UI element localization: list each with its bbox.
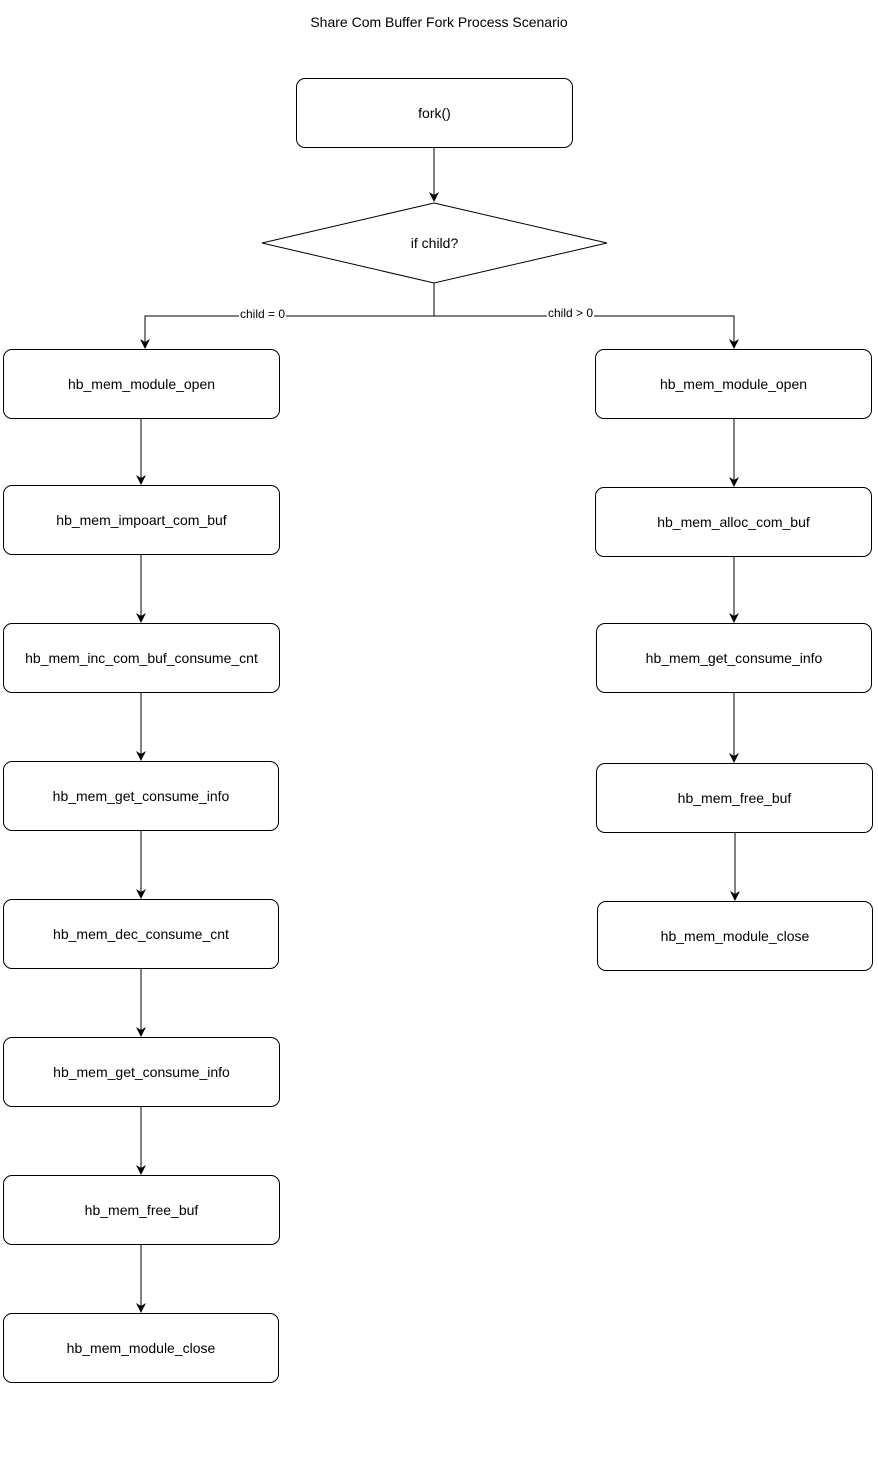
- right-step-1: hb_mem_module_open: [595, 349, 872, 419]
- branch-label-left: child = 0: [239, 307, 287, 321]
- decision-label: if child?: [410, 235, 459, 251]
- left-step-6: hb_mem_get_consume_info: [3, 1037, 280, 1107]
- right-step-2: hb_mem_alloc_com_buf: [595, 487, 872, 557]
- right-step-5: hb_mem_module_close: [597, 901, 873, 971]
- connector-decision-to-right: [434, 315, 739, 349]
- left-step-1: hb_mem_module_open: [3, 349, 280, 419]
- left-step-4: hb_mem_get_consume_info: [3, 761, 279, 831]
- left-step-3: hb_mem_inc_com_buf_consume_cnt: [3, 623, 280, 693]
- branch-label-right: child > 0: [547, 306, 595, 320]
- right-step-3: hb_mem_get_consume_info: [596, 623, 872, 693]
- start-node-fork: fork(): [296, 78, 573, 148]
- left-step-2: hb_mem_impoart_com_buf: [3, 485, 280, 555]
- right-step-4: hb_mem_free_buf: [596, 763, 873, 833]
- left-step-7: hb_mem_free_buf: [3, 1175, 280, 1245]
- left-step-5: hb_mem_dec_consume_cnt: [3, 899, 279, 969]
- left-step-8: hb_mem_module_close: [3, 1313, 279, 1383]
- connector-decision-to-left: [140, 283, 435, 349]
- diagram-title: Share Com Buffer Fork Process Scenario: [310, 14, 568, 30]
